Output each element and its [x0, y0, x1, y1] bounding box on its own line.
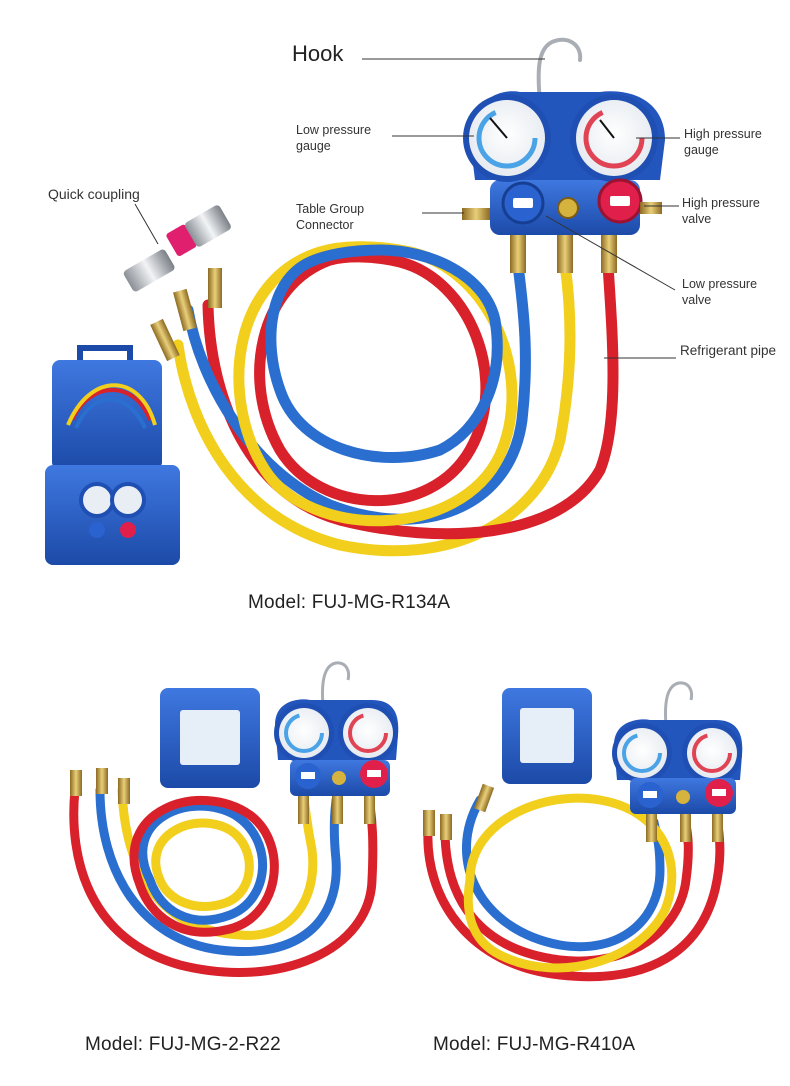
callout-high-pressure-gauge: High pressure gauge — [684, 127, 762, 157]
carry-case-open — [45, 345, 180, 565]
model-caption-top: Model: FUJ-MG-R134A — [248, 592, 451, 613]
model-caption-bottom-left: Model: FUJ-MG-2-R22 — [85, 1034, 281, 1055]
callout-table-group-connector: Table Group Connector — [296, 202, 365, 232]
product-set-r22 — [69, 661, 399, 977]
hose-blue-loop — [265, 244, 503, 463]
callout-low-pressure-valve: Low pressure valve — [682, 277, 758, 307]
callout-low-pressure-gauge: Low pressure gauge — [296, 123, 372, 153]
manifold-top — [462, 91, 665, 273]
model-caption-bottom-right: Model: FUJ-MG-R410A — [433, 1034, 636, 1055]
callout-lines — [134, 58, 680, 359]
callout-high-pressure-valve: High pressure valve — [682, 196, 760, 226]
callout-quick-coupling: Quick coupling — [48, 186, 140, 202]
hose-red-loop — [254, 251, 492, 507]
sight-glass — [557, 197, 579, 219]
quick-coupling — [123, 205, 231, 362]
callout-hook: Hook — [292, 41, 344, 66]
hoses-top — [172, 241, 619, 557]
product-set-r410a — [423, 681, 743, 982]
hook-top — [536, 37, 583, 107]
callout-refrigerant-pipe: Refrigerant pipe — [680, 343, 777, 358]
hose-yellow-top — [172, 259, 576, 557]
